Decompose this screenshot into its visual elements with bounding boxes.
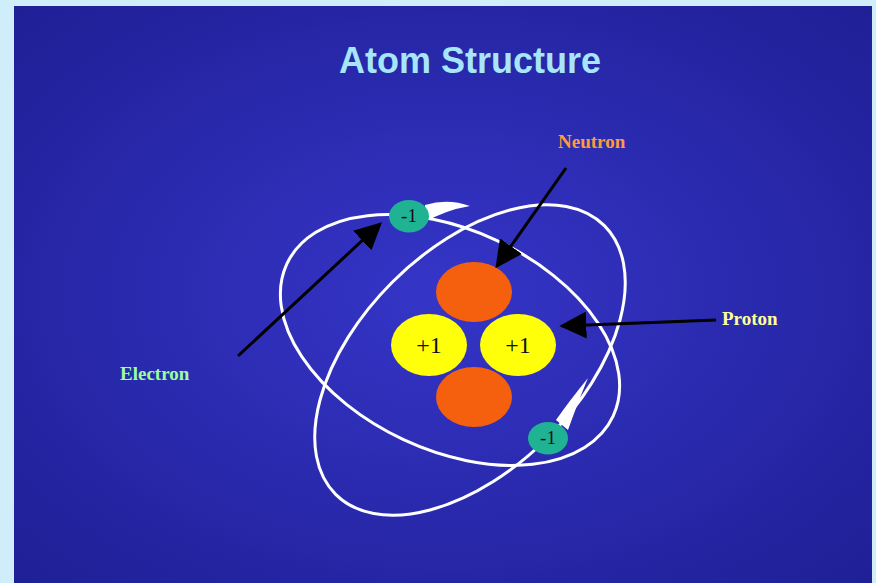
charge-value: -1 bbox=[401, 205, 417, 227]
proton-particle: +1 bbox=[480, 314, 556, 376]
neutron-particle bbox=[436, 262, 512, 322]
electron-particle: -1 bbox=[528, 422, 568, 455]
electron-particle: -1 bbox=[389, 200, 429, 233]
panel bbox=[14, 6, 872, 583]
proton-particle: +1 bbox=[391, 314, 467, 376]
orbit bbox=[258, 148, 682, 572]
part-label: Electron bbox=[120, 363, 189, 385]
particle-fill bbox=[528, 422, 568, 455]
charge-value: +1 bbox=[416, 332, 442, 359]
charge-value: -1 bbox=[540, 427, 556, 449]
particle-fill bbox=[389, 200, 429, 233]
leader-line bbox=[497, 168, 566, 266]
motion-trail bbox=[556, 378, 588, 430]
slide-title: Atom Structure bbox=[80, 40, 860, 82]
neutron-particle bbox=[436, 367, 512, 427]
leader-line bbox=[562, 320, 716, 326]
leader-line bbox=[238, 224, 380, 356]
orbit bbox=[240, 164, 659, 516]
part-label: Proton bbox=[722, 308, 778, 330]
particle-fill bbox=[480, 314, 556, 376]
motion-trail bbox=[425, 202, 470, 222]
particle-fill bbox=[391, 314, 467, 376]
charge-value: +1 bbox=[505, 332, 531, 359]
part-label: Neutron bbox=[558, 131, 625, 153]
